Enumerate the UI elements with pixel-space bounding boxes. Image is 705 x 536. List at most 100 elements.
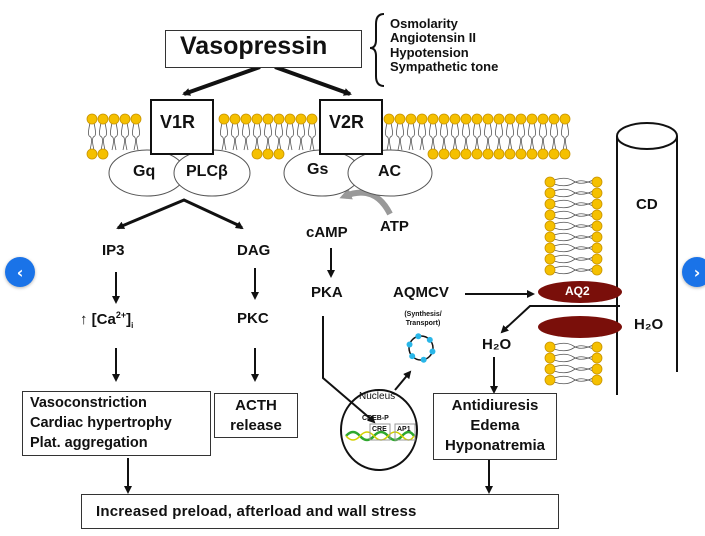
cre-label: CRE: [372, 426, 387, 433]
lipid-head: [526, 148, 538, 160]
cd-label: CD: [636, 196, 658, 213]
lipid-head: [460, 113, 472, 125]
aq2-channel-upper: [538, 281, 622, 303]
vesicle-particle: [406, 341, 413, 348]
stimulus-item: Sympathetic tone: [390, 58, 499, 74]
ap1-label: AP1: [397, 426, 411, 433]
lipid-head: [130, 113, 142, 125]
lipid-head: [460, 148, 472, 160]
calcium-label: ↑ [Ca2+]i: [80, 310, 133, 331]
vesicle-particle: [429, 348, 436, 355]
lipid-head: [544, 352, 556, 364]
lipid-head: [515, 113, 527, 125]
creb-label: CREB-P: [362, 415, 389, 422]
lipid-head: [544, 264, 556, 276]
acth-box: [214, 393, 298, 438]
h2o-right-label: H₂O: [634, 316, 664, 333]
vasopressin-box: [165, 30, 362, 68]
lipid-head: [449, 113, 461, 125]
v1-effect-item: Plat. aggregation: [30, 435, 148, 451]
lipid-head: [548, 148, 560, 160]
stimuli-brace: [369, 13, 385, 87]
v2-receptor: [319, 99, 383, 155]
acth-line: ACTH: [235, 397, 277, 414]
lipid-head: [591, 231, 603, 243]
lipid-head: [383, 113, 395, 125]
stimulus-item: Angiotensin II: [390, 30, 476, 46]
calcium-charge: 2+: [115, 310, 127, 320]
vesicle-particle: [409, 353, 416, 360]
lipid-head: [515, 148, 527, 160]
lipid-head: [526, 113, 538, 125]
lipid-head: [591, 264, 603, 276]
lipid-head: [504, 148, 516, 160]
lipid-head: [591, 176, 603, 188]
lipid-head: [591, 220, 603, 232]
lipid-head: [427, 148, 439, 160]
lipid-head: [218, 113, 230, 125]
lipid-head: [591, 352, 603, 364]
lipid-head: [229, 113, 241, 125]
lipid-head: [544, 176, 556, 188]
pkc-label: PKC: [237, 310, 269, 327]
ac-label: AC: [378, 163, 402, 180]
vesicle-particle: [426, 336, 433, 343]
lipid-head: [504, 113, 516, 125]
lipid-head: [251, 148, 263, 160]
lipid-head: [108, 113, 120, 125]
lipid-head: [544, 363, 556, 375]
lipid-head: [438, 148, 450, 160]
g-proteins: [108, 149, 433, 197]
lipid-head: [449, 148, 461, 160]
collecting-duct: [616, 122, 678, 395]
lipid-head: [591, 341, 603, 353]
previous-slide-button[interactable]: ‹: [5, 257, 35, 287]
vesicle-particle: [415, 333, 422, 340]
next-slide-button[interactable]: ›: [682, 257, 705, 287]
lipid-head: [544, 209, 556, 221]
pka-label: PKA: [311, 284, 343, 301]
acth-text: ACTH release: [214, 396, 298, 436]
adenylyl-cyclase: [347, 149, 433, 197]
v2-effect-item: Hyponatremia: [444, 437, 546, 454]
lipid-head: [482, 148, 494, 160]
atp-label: ATP: [380, 218, 409, 235]
lipid-head: [284, 113, 296, 125]
outcome-box: [81, 494, 559, 529]
lipid-head: [262, 148, 274, 160]
aqmcv-label: AQMCV: [393, 284, 449, 301]
lipid-head: [493, 113, 505, 125]
v1-effects-list: Vasoconstriction Cardiac hypertrophy Pla…: [30, 393, 172, 453]
lipid-head: [416, 113, 428, 125]
stimulus-item: Hypotension: [390, 44, 469, 60]
lipid-head: [295, 113, 307, 125]
nucleus-label: Nucleus: [359, 391, 396, 402]
calcium-close: ]: [126, 311, 132, 328]
lipid-head: [251, 113, 263, 125]
lipid-head: [262, 113, 274, 125]
apical-membrane: [544, 176, 603, 386]
v2-effects-box: [433, 393, 557, 460]
pathway-arrows: [112, 65, 620, 494]
lipid-head: [544, 220, 556, 232]
v2-receptor-label: V2R: [329, 112, 365, 132]
lipid-head: [537, 113, 549, 125]
dag-label: DAG: [237, 242, 271, 259]
acth-line: release: [230, 417, 282, 434]
lipid-head: [537, 148, 549, 160]
lipid-head: [591, 363, 603, 375]
lipid-head: [591, 242, 603, 254]
nucleus: [340, 389, 418, 471]
lipid-head: [591, 198, 603, 210]
lipid-head: [544, 341, 556, 353]
synthesis-line: Transport): [405, 320, 441, 327]
lipid-head: [86, 113, 98, 125]
v2-effect-item: Antidiuresis: [451, 397, 539, 414]
lipid-head: [544, 187, 556, 199]
vesicle-particle: [420, 356, 427, 363]
cell-membrane: [86, 113, 571, 160]
plc-label: PLCβ: [186, 163, 228, 180]
lipid-head: [544, 198, 556, 210]
